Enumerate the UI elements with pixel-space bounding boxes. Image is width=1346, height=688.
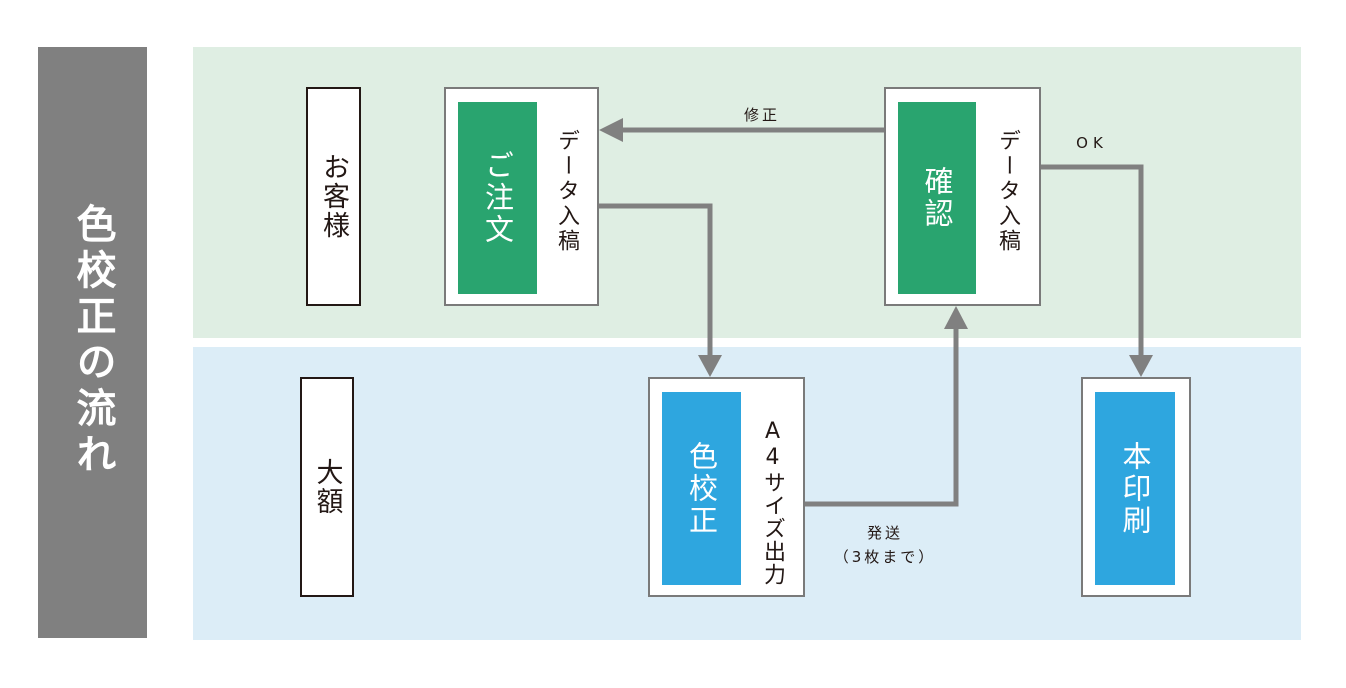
ship-arrowhead-icon (944, 306, 968, 329)
confirm-node-title: 確認 (920, 166, 954, 230)
order-to-proof-arrowhead-icon (698, 355, 722, 377)
print-node: 本印刷 (1081, 377, 1191, 597)
diagram-title: 色校正の流れ (69, 202, 116, 479)
ship-label-line1: 発送 (866, 524, 903, 542)
print-node-title-box: 本印刷 (1095, 392, 1175, 585)
order-node-title: ご注文 (480, 150, 515, 246)
customer-lane-label: お客様 (306, 87, 361, 306)
ok-arrow-line (1041, 164, 1144, 358)
revise-arrowhead-icon (599, 118, 623, 142)
confirm-node: 確認 データ入稿 (884, 87, 1041, 306)
order-node: ご注文 データ入稿 (444, 87, 599, 306)
ok-label: OK (1076, 134, 1108, 152)
confirm-node-note: データ入稿 (995, 129, 1020, 254)
proof-node-note: A4サイズ出力 (760, 419, 785, 586)
proof-node-title: 色校正 (684, 440, 719, 537)
print-node-title: 本印刷 (1118, 440, 1152, 537)
order-node-note: データ入稿 (554, 129, 579, 254)
ok-arrowhead-icon (1129, 355, 1153, 377)
proof-node-title-box: 色校正 (662, 392, 741, 585)
customer-lane-label-text: お客様 (318, 153, 349, 240)
order-to-proof-line (599, 203, 713, 358)
proof-node: 色校正 A4サイズ出力 (648, 377, 805, 597)
order-node-title-box: ご注文 (458, 102, 537, 294)
revise-label: 修正 (743, 106, 780, 124)
ship-label-line2: （3枚まで） (833, 548, 937, 566)
ship-arrow-line (805, 326, 959, 507)
company-lane-label: 大額 (300, 377, 354, 597)
customer-lane (193, 47, 1301, 338)
diagram-title-bar: 色校正の流れ (38, 47, 147, 638)
company-lane-label-text: 大額 (311, 458, 343, 516)
confirm-node-title-box: 確認 (898, 102, 976, 294)
ship-label: 発送 （3枚まで） (820, 522, 950, 567)
